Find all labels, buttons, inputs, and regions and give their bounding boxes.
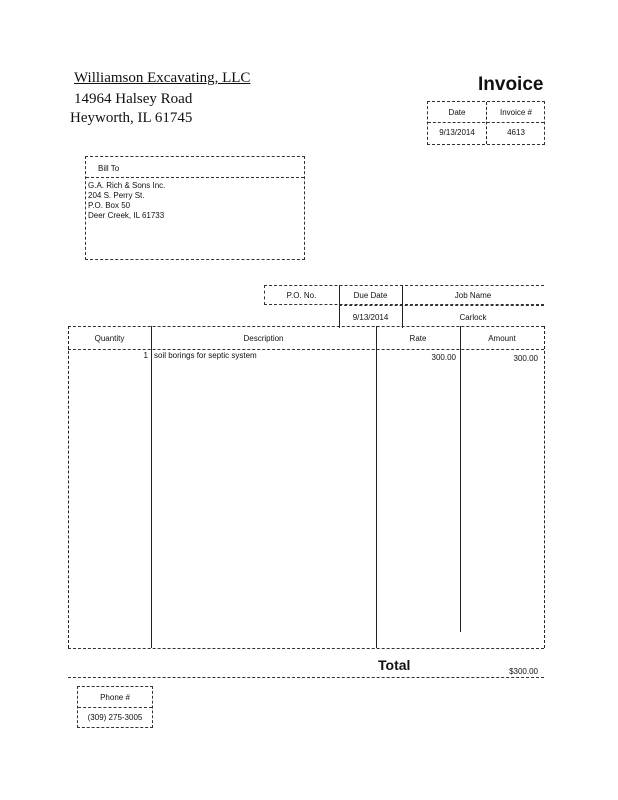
header-amount: Amount <box>488 334 516 343</box>
bill-to-line: 204 S. Perry St. <box>88 191 145 200</box>
due-date-label: Due Date <box>353 291 388 300</box>
invoice-date: 9/13/2014 <box>439 128 475 137</box>
bill-to-box: Bill To G.A. Rich & Sons Inc. 204 S. Per… <box>85 156 305 260</box>
document-title: Invoice <box>478 74 544 95</box>
phone-box: Phone # (309) 275-3005 <box>77 686 153 728</box>
bill-to-line: G.A. Rich & Sons Inc. <box>88 181 166 190</box>
bill-to-address: G.A. Rich & Sons Inc. 204 S. Perry St. P… <box>88 181 165 221</box>
row-description: soil borings for septic system <box>154 351 257 360</box>
company-address-2: Heyworth, IL 61745 <box>70 110 193 126</box>
due-date: 9/13/2014 <box>352 313 389 322</box>
phone-number: (309) 275-3005 <box>87 713 143 722</box>
header-rate: Rate <box>409 334 427 343</box>
total-label: Total <box>378 657 411 673</box>
po-label: P.O. No. <box>286 291 317 300</box>
row-quantity: 1 <box>143 351 148 360</box>
row-amount: 300.00 <box>513 354 538 363</box>
invoice-number-label: Invoice # <box>499 108 533 117</box>
invoice-number: 4613 <box>507 128 525 137</box>
job-name-label: Job Name <box>454 291 492 300</box>
company-name: Williamson Excavating, LLC <box>74 70 251 86</box>
company-address-1: 14964 Halsey Road <box>74 91 193 107</box>
header-quantity: Quantity <box>94 334 125 343</box>
bill-to-line: Deer Creek, IL 61733 <box>88 211 165 220</box>
phone-label: Phone # <box>100 693 130 702</box>
date-label: Date <box>448 108 466 117</box>
row-rate: 300.00 <box>431 353 456 362</box>
header-description: Description <box>243 334 284 343</box>
order-header-row <box>264 285 544 305</box>
invoice-meta-box: Date Invoice # 9/13/2014 4613 <box>427 101 545 145</box>
bill-to-line: P.O. Box 50 <box>88 201 131 210</box>
total-value: $300.00 <box>509 667 538 676</box>
bill-to-label: Bill To <box>98 164 120 173</box>
job-name: Carlock <box>459 313 487 322</box>
